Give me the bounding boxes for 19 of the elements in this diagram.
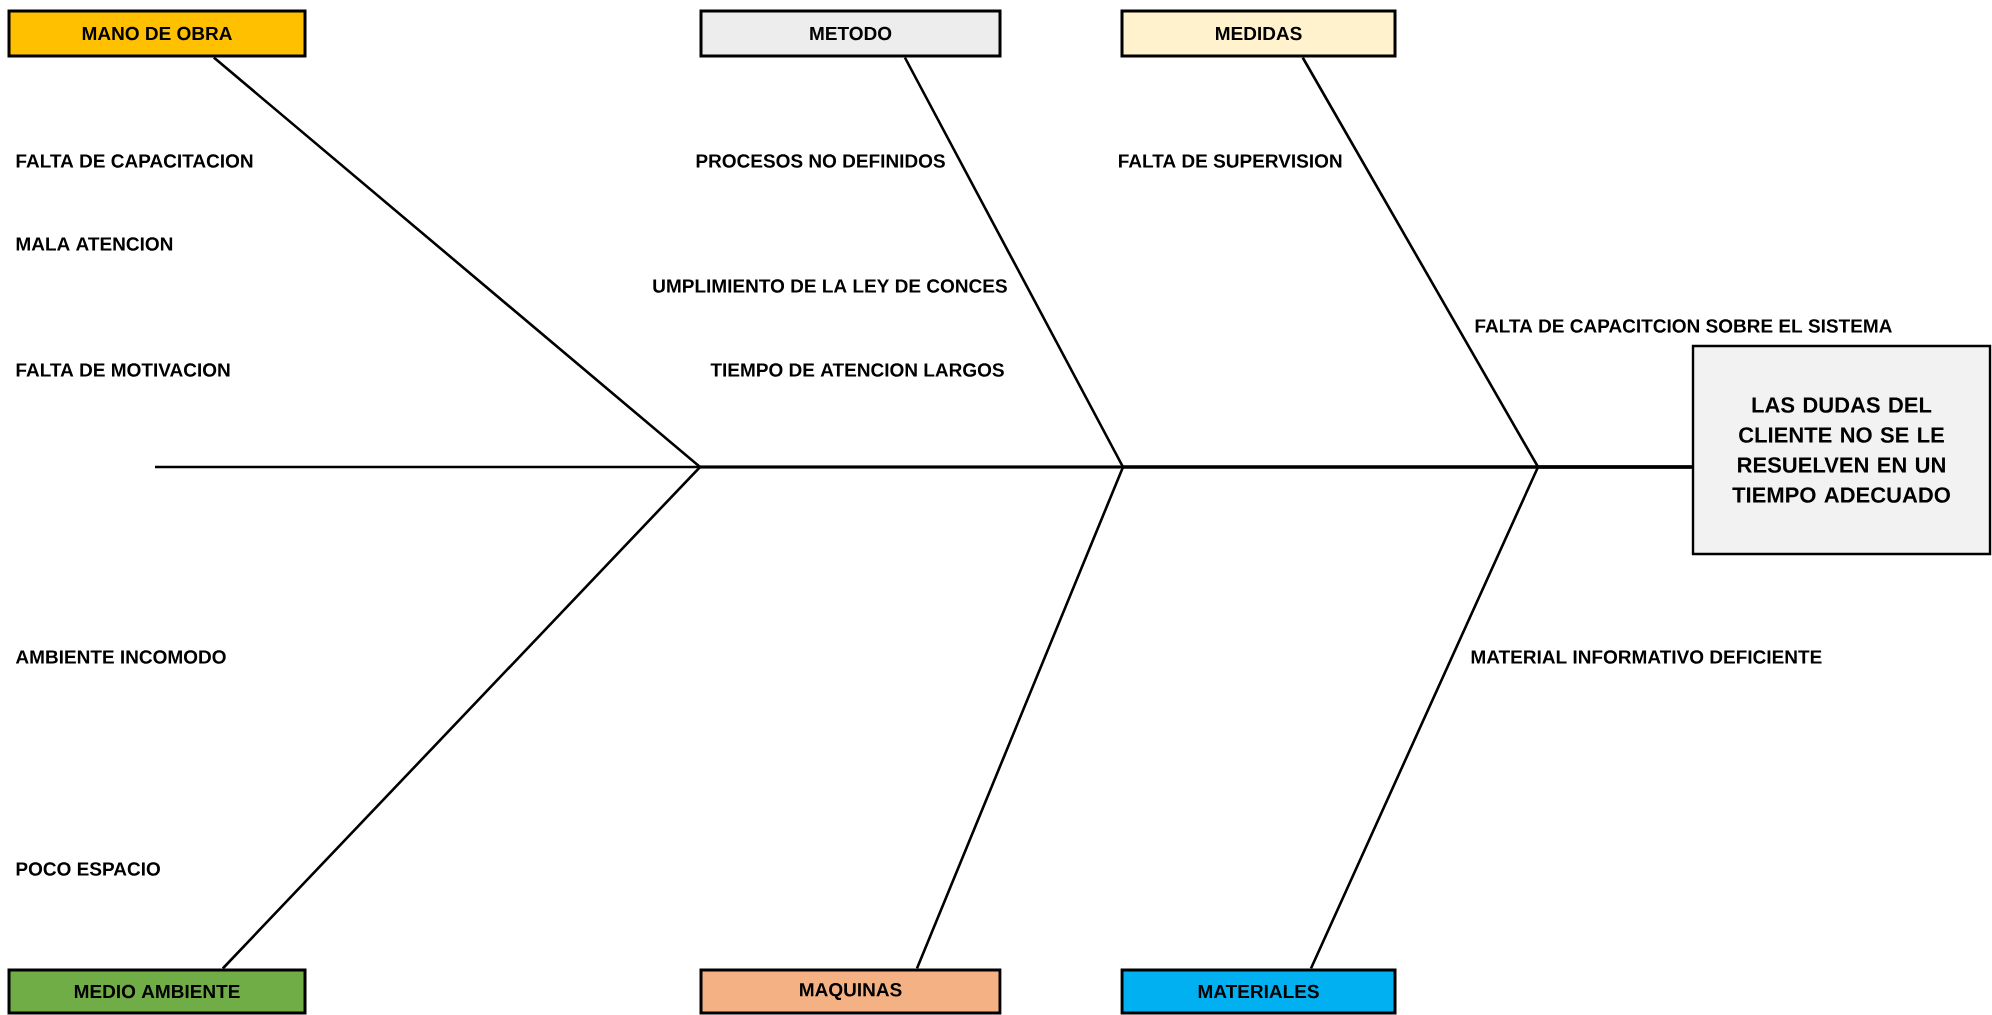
cause-label: MATERIAL INFORMATIVO DEFICIENTE <box>1471 650 1822 664</box>
category-box: MATERIALES <box>1120 968 1397 1015</box>
cause-label: TIEMPO DE ATENCION LARGOS <box>710 363 1004 377</box>
category-box: MEDIO AMBIENTE <box>7 968 307 1015</box>
cause-label: FALTA DE CAPACITCION SOBRE EL SISTEMA <box>1475 319 1892 333</box>
branch-line <box>1309 465 1692 970</box>
cause-label: AMBIENTE INCOMODO <box>15 650 226 664</box>
category-box: MAQUINAS <box>699 968 1002 1015</box>
cause-label: PROCESOS NO DEFINIDOS <box>696 154 945 168</box>
category-box: MANO DE OBRA <box>7 9 307 58</box>
cause-label: UMPLIMIENTO DE LA LEY DE CONCES <box>653 279 1007 293</box>
cause-label: FALTA DE MOTIVACION <box>16 363 230 377</box>
cause-label: FALTA DE SUPERVISION <box>1119 154 1342 168</box>
effect-box: LAS DUDAS DEL CLIENTE NO SE LE RESUELVEN EN UN TIEMPO ADECUADO <box>1691 344 1992 556</box>
cause-label: MALA ATENCION <box>16 237 173 251</box>
category-box: MEDIDAS <box>1120 9 1397 58</box>
category-box: METODO <box>699 9 1002 58</box>
cause-label: POCO ESPACIO <box>16 862 160 876</box>
cause-label: FALTA DE CAPACITACION <box>16 154 253 168</box>
